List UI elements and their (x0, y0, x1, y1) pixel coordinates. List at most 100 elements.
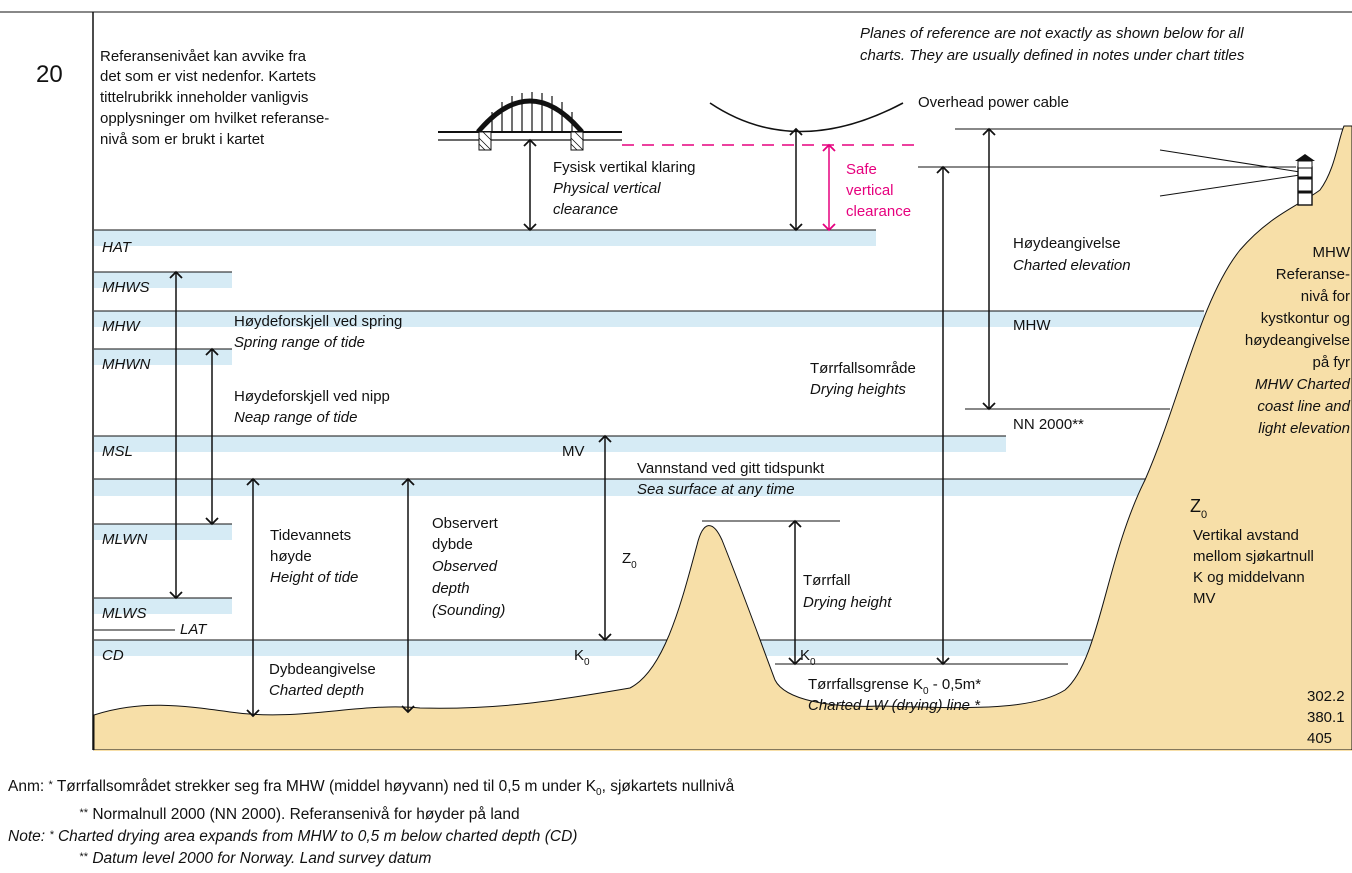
spring-range-en: Spring range of tide (234, 334, 365, 351)
intro-no-line: tittelrubrikk inneholder vanligvis (100, 89, 308, 106)
intro-no-line: Referansenivået kan avvike fra (100, 48, 307, 65)
level-cd: CD (102, 647, 124, 664)
mhws-band (94, 272, 232, 288)
power-cable (709, 102, 904, 133)
anm-1-text: Tørrfallsområdet strekker seg fra MHW (m… (56, 778, 597, 795)
intro-en-line: charts. They are usually defined in note… (860, 47, 1245, 64)
note-1: Note: * Charted drying area expands from… (8, 825, 734, 847)
mhw-reference-text: MHW Referanse- nivå for kystkontur og hø… (1245, 244, 1351, 437)
safe-clearance-label: vertical (846, 182, 894, 199)
observed-depth-no: Observert (432, 515, 499, 532)
intro-en-line: Planes of reference are not exactly as s… (860, 25, 1244, 42)
intro-no-line: det som er vist nedenfor. Kartets (100, 68, 316, 85)
anm-lead: Anm: (8, 778, 45, 795)
intro-english: Planes of reference are not exactly as s… (860, 25, 1245, 64)
mhw-ref-line: MHW Charted (1255, 376, 1351, 393)
double-asterisk: ** (79, 851, 88, 864)
observed-depth-no: dybde (432, 536, 473, 553)
level-lat: LAT (180, 621, 208, 638)
level-mlwn: MLWN (102, 531, 147, 548)
hat-band (94, 230, 876, 246)
neap-range-en: Neap range of tide (234, 409, 357, 426)
level-msl: MSL (102, 443, 133, 460)
footnotes: Anm: * Tørrfallsområdet strekker seg fra… (8, 775, 734, 869)
anm-2-text: Normalnull 2000 (NN 2000). Referansenivå… (92, 806, 520, 824)
observed-depth-en: (Sounding) (432, 602, 505, 619)
mhw-right-label: MHW (1013, 317, 1051, 334)
land-base (94, 750, 1352, 751)
intro-no-line: opplysninger om hvilket referanse- (100, 110, 329, 127)
z0-desc-line: mellom sjøkartnull (1193, 548, 1314, 565)
phys-clear-en: clearance (553, 201, 618, 218)
drying-area-no: Tørrfallsområde (810, 360, 916, 377)
intro-norwegian: Referansenivået kan avvike fra det som e… (100, 48, 329, 148)
z0-desc-line: Vertikal avstand (1193, 527, 1299, 544)
page-number: 20 (36, 61, 63, 88)
mhwn-band (94, 349, 232, 365)
drying-height-en: Drying height (803, 594, 892, 611)
anm-note-1: Anm: * Tørrfallsområdet strekker seg fra… (8, 775, 734, 803)
sea-surface-band (94, 479, 1164, 496)
anm-note-2: ** Normalnull 2000 (NN 2000). Referansen… (8, 803, 734, 825)
z0-big-label: Z0 (1190, 496, 1207, 521)
power-cable-label: Overhead power cable (918, 94, 1069, 111)
mhw-ref-line: MHW (1313, 244, 1351, 261)
level-mlws: MLWS (102, 605, 146, 622)
anm-1-sub: 0 (596, 787, 602, 799)
dimension-arrows (169, 127, 996, 718)
note-lead: Note: (8, 828, 46, 846)
single-asterisk: * (49, 829, 54, 842)
tide-height-en: Height of tide (270, 569, 358, 586)
mhw-ref-line: light elevation (1258, 420, 1350, 437)
safe-clearance-label: clearance (846, 203, 911, 220)
observed-depth-en: depth (432, 580, 470, 597)
lighthouse-icon (1159, 149, 1315, 206)
drying-area-en: Drying heights (810, 381, 906, 398)
sea-surface-en: Sea surface at any time (637, 481, 795, 498)
single-asterisk: * (48, 779, 53, 791)
intro-no-line: nivå som er brukt i kartet (100, 131, 265, 148)
drying-height-no: Tørrfall (803, 572, 851, 589)
msl-band (94, 436, 1006, 452)
mhw-ref-line: coast line and (1257, 398, 1350, 415)
mhw-ref-line: på fyr (1312, 354, 1350, 371)
z0-desc-line: K og middelvann (1193, 569, 1305, 586)
level-mhws: MHWS (102, 279, 150, 296)
sea-surface-no: Vannstand ved gitt tidspunkt (637, 460, 825, 477)
diagram-canvas: 20 Referansenivået kan avvike fra det so… (0, 11, 1352, 751)
ref-number: 302.2 (1307, 688, 1345, 705)
tide-height-no: Tidevannets (270, 527, 351, 544)
level-mhwn: MHWN (102, 356, 150, 373)
mhw-ref-line: kystkontur og (1261, 310, 1350, 327)
safe-clearance-label: Safe (846, 161, 877, 178)
mlws-band (94, 598, 232, 614)
observed-depth-en: Observed (432, 558, 498, 575)
double-asterisk: ** (79, 807, 88, 820)
elevation-en: Charted elevation (1013, 257, 1131, 274)
land-profile (93, 125, 1352, 751)
anm-1-text-b: , sjøkartets nullnivå (601, 778, 735, 795)
mhw-band (94, 311, 1204, 327)
mhw-ref-line: høydeangivelse (1245, 332, 1350, 349)
ref-number: 380.1 (1307, 709, 1345, 726)
tide-height-no: høyde (270, 548, 312, 565)
note-2-text: Datum level 2000 for Norway. Land survey… (92, 850, 432, 868)
mhw-ref-line: nivå for (1301, 288, 1350, 305)
phys-clear-no: Fysisk vertikal klaring (553, 159, 696, 176)
elevation-no: Høydeangivelse (1013, 235, 1121, 252)
drying-line-en: Charted LW (drying) line * (808, 697, 981, 714)
cd-band (94, 640, 1164, 656)
z0-desc-line: MV (1193, 590, 1216, 607)
ref-number: 405 (1307, 730, 1332, 747)
bridge-illustration (438, 92, 622, 151)
mlwn-band (94, 524, 232, 540)
level-lines (94, 128, 1345, 665)
neap-range-no: Høydeforskjell ved nipp (234, 388, 390, 405)
k0-label: K0 (574, 647, 590, 668)
drying-line-no: Tørrfallsgrense K0 - 0,5m* (808, 676, 981, 697)
spring-range-no: Høydeforskjell ved spring (234, 313, 402, 330)
level-mhw: MHW (102, 318, 141, 335)
charted-depth-en: Charted depth (269, 682, 364, 699)
mhw-ref-line: Referanse- (1276, 266, 1350, 283)
level-hat: HAT (102, 239, 133, 256)
